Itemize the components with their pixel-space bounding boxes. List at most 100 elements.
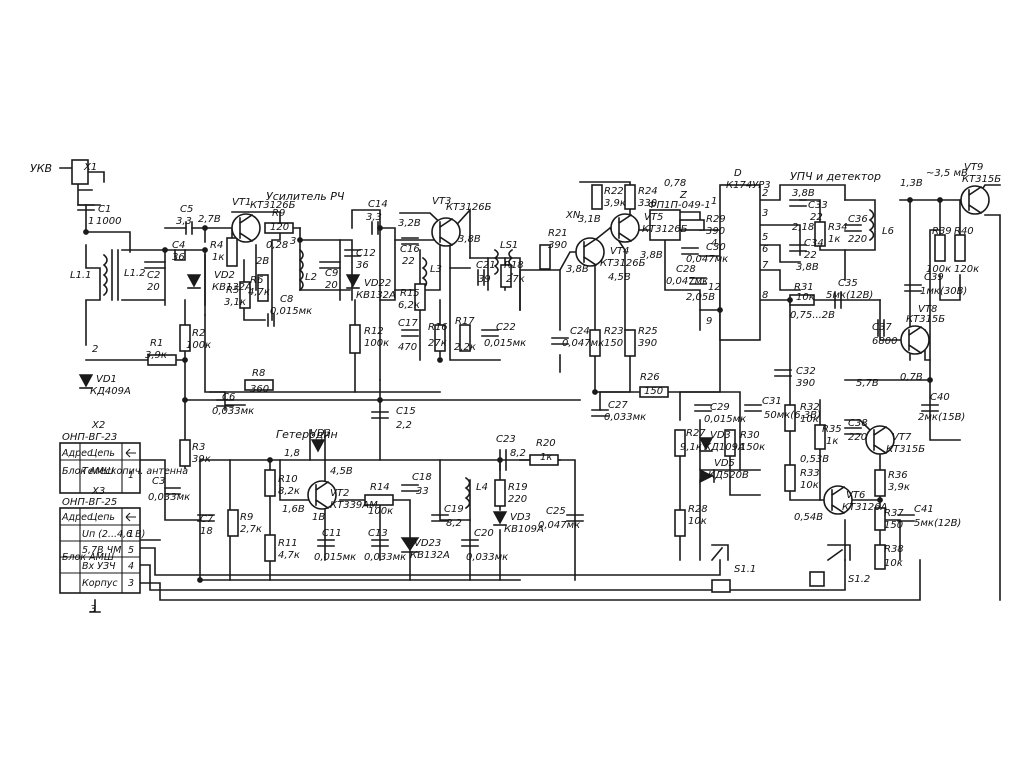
c1-value: 1000 xyxy=(96,216,121,227)
r40-label: R40 xyxy=(954,226,974,237)
v2b-label: 2В xyxy=(256,256,269,267)
c34-value: 22 xyxy=(804,250,817,261)
vt3-label: VT3 xyxy=(432,196,451,207)
c31-label: C31 xyxy=(762,396,782,407)
c2-label: C2 xyxy=(147,270,160,281)
r39-value: 100к xyxy=(926,264,951,275)
component-labels: УКВ X1 C1 1000 L1.1 L1.2 C2 20 C4 36 C5 … xyxy=(30,162,1001,615)
c1-label: C1 xyxy=(98,204,111,215)
vt7-label: VT7 xyxy=(892,432,912,443)
r33-label: R33 xyxy=(800,468,820,479)
x1-label: X1 xyxy=(83,162,97,173)
v18-label: 1,8 xyxy=(284,448,300,459)
r31-value: 10к xyxy=(796,292,815,303)
r9-value: 120 xyxy=(270,222,289,233)
r37-value: 150 xyxy=(884,520,903,531)
r21-label: R21 xyxy=(548,228,568,239)
v35-label: ~3,5 мВ xyxy=(926,168,968,179)
c38-value: 220 xyxy=(848,432,867,443)
vt2-label: VT2 xyxy=(330,488,349,499)
c40-label: C40 xyxy=(930,392,950,403)
z-label: Z xyxy=(679,190,688,201)
d-pin-3: 3 xyxy=(762,208,768,219)
c20-label: C20 xyxy=(474,528,494,539)
component-symbols xyxy=(71,159,990,613)
v38e-label: 3,8В xyxy=(796,262,819,273)
v388-label: 3,8В xyxy=(640,250,663,261)
r20-value: 1к xyxy=(540,452,552,463)
node-3: 3 xyxy=(290,236,296,247)
r26-label: R26 xyxy=(640,372,660,383)
r14-value: 100к xyxy=(368,506,393,517)
c9-label: C9 xyxy=(325,268,338,279)
if-detector-title: УПЧ и детектор xyxy=(790,170,881,183)
c17-label: C17 xyxy=(398,318,418,329)
vd3-osc-label: VD3 xyxy=(310,428,331,439)
connector-tables xyxy=(59,442,141,594)
c25-value: 0,047мк xyxy=(538,520,580,531)
r34-value: 1к xyxy=(828,234,840,245)
r11-label: R11 xyxy=(278,538,298,549)
r36-label: R36 xyxy=(888,470,908,481)
r31-label: R31 xyxy=(794,282,814,293)
r1-label: R1 xyxy=(150,338,163,349)
v388a-label: 3,8В xyxy=(458,234,481,245)
c32-value: 390 xyxy=(796,378,815,389)
x2-label: X2 xyxy=(91,420,105,431)
c13-value: 0,033мк xyxy=(364,552,406,563)
v0538-label: 0,53В xyxy=(800,454,829,465)
c6-value: 0,033мк xyxy=(212,406,254,417)
r3-label: R3 xyxy=(192,442,205,453)
x2-antenna: Телескопич. антенна xyxy=(82,466,188,477)
r12-label: R12 xyxy=(364,326,384,337)
r9b-value: 2,7к xyxy=(240,524,262,535)
c36-label: C36 xyxy=(848,214,868,225)
r26-value: 150 xyxy=(644,386,663,397)
r17-label: R17 xyxy=(455,316,475,327)
vt1-label: VT1 xyxy=(232,197,251,208)
x3-pin-5: 5 xyxy=(128,545,134,556)
r18-label: R18 xyxy=(504,260,524,271)
v028-label: 0,28 xyxy=(266,240,288,251)
d-pin-7: 7 xyxy=(762,260,769,271)
r24-label: R24 xyxy=(638,186,658,197)
c11-label: C11 xyxy=(322,528,342,539)
c30-label: C30 xyxy=(706,242,726,253)
vd3c-type: КД109А xyxy=(704,442,745,453)
c18-label: C18 xyxy=(412,472,432,483)
vt4-label: VT4 xyxy=(610,246,629,257)
r14-label: R14 xyxy=(370,482,390,493)
c9-value: 20 xyxy=(325,280,338,291)
r21-value: 390 xyxy=(548,240,567,251)
r38-label: R38 xyxy=(884,544,904,555)
d-type: К174УР3 xyxy=(726,180,771,191)
r5-label: R5 xyxy=(226,285,239,296)
c19-value: 8,2 xyxy=(446,518,462,529)
c33-value: 22 xyxy=(810,212,823,223)
ls1-label: LS1 xyxy=(500,240,518,251)
vd23-label: VD23 xyxy=(414,538,441,549)
r24-value: 330 xyxy=(638,198,657,209)
x3-circuit-header: Цепь xyxy=(90,512,115,523)
l12-label: L1.2 xyxy=(124,268,145,279)
c4-value: 36 xyxy=(172,252,185,263)
r17-value: 2,2к xyxy=(454,342,476,353)
c39-value: 1мк(30В) xyxy=(920,286,967,297)
r6-value: 4,7к xyxy=(248,287,270,298)
x3-chm: 5,7В ЧМ xyxy=(82,545,121,556)
vt8-type: КТ315Б xyxy=(906,314,945,325)
r25-value: 390 xyxy=(638,338,657,349)
c11-value: 0,015мк xyxy=(314,552,356,563)
d-pin-2: 2 xyxy=(762,188,768,199)
r29-value: 390 xyxy=(706,226,725,237)
c25-label: C25 xyxy=(546,506,566,517)
c37-value: 6800 xyxy=(872,336,897,347)
r40-value: 120к xyxy=(954,264,979,275)
d-pin-4: 4 xyxy=(711,238,717,249)
r23-label: R23 xyxy=(604,326,624,337)
c12-value: 36 xyxy=(356,260,369,271)
c13-label: C13 xyxy=(368,528,388,539)
c24-label: C24 xyxy=(570,326,590,337)
r27-value: 9,1к xyxy=(680,442,702,453)
c36-value: 220 xyxy=(848,234,867,245)
